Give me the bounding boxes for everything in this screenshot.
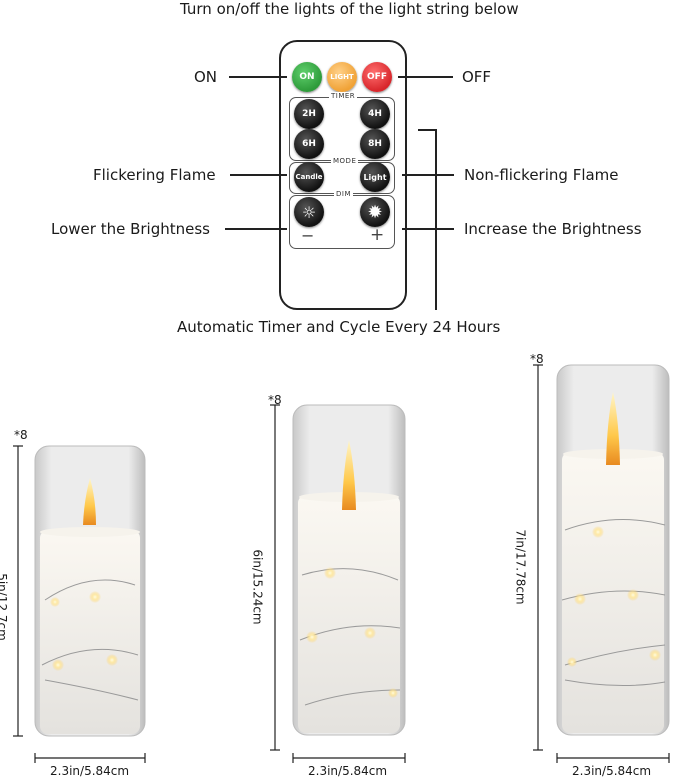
candle-medium-count: *8 [268, 393, 282, 407]
on-button-label: ON [299, 72, 315, 82]
off-callout-line [398, 76, 453, 78]
mode-label: MODE [331, 157, 359, 165]
flicker-callout-line [230, 174, 287, 176]
lower-callout-text: Lower the Brightness [51, 220, 210, 238]
increase-callout-text: Increase the Brightness [464, 220, 642, 238]
dim-up-button[interactable]: ✹ [360, 197, 390, 227]
timer-6h-label: 6H [302, 139, 316, 149]
lower-callout-line [225, 228, 287, 230]
timer-8h-label: 8H [368, 139, 382, 149]
page-title: Turn on/off the lights of the light stri… [180, 0, 519, 18]
non-flicker-callout-line [402, 174, 454, 176]
timer-callout-v [435, 129, 437, 310]
candle-large [556, 364, 670, 736]
plus-icon: + [370, 225, 385, 245]
candle-large-width: 2.3in/5.84cm [572, 764, 652, 778]
off-button-label: OFF [367, 72, 387, 82]
timer-caption: Automatic Timer and Cycle Every 24 Hours [177, 318, 501, 336]
on-button[interactable]: ON [292, 62, 322, 92]
candle-small-width: 2.3in/5.84cm [50, 764, 130, 778]
candle-small-height: 5in/12.7cm [0, 573, 9, 641]
increase-callout-line [402, 228, 454, 230]
timer-6h-button[interactable]: 6H [294, 129, 324, 159]
candle-mode-label: Candle [295, 173, 323, 181]
dimension-lines [13, 364, 670, 763]
candle-large-count: *8 [530, 352, 544, 366]
candle-small-count: *8 [14, 428, 28, 442]
timer-4h-button[interactable]: 4H [360, 99, 390, 129]
candle-medium-width: 2.3in/5.84cm [308, 764, 388, 778]
dim-down-button[interactable]: ☼ [294, 197, 324, 227]
light-mode-button[interactable]: Light [360, 162, 390, 192]
off-callout-text: OFF [462, 68, 492, 86]
light-button-label: LIGHT [330, 73, 354, 81]
candle-medium [292, 404, 406, 736]
timer-2h-button[interactable]: 2H [294, 99, 324, 129]
minus-icon: − [301, 226, 315, 245]
candle-medium-height: 6in/15.24cm [250, 549, 265, 625]
timer-4h-label: 4H [368, 109, 382, 119]
off-button[interactable]: OFF [362, 62, 392, 92]
flicker-callout-text: Flickering Flame [93, 166, 216, 184]
light-button[interactable]: LIGHT [327, 62, 357, 92]
candle-large-height: 7in/17.78cm [513, 529, 528, 605]
on-callout-text: ON [194, 68, 218, 86]
timer-2h-label: 2H [302, 109, 316, 119]
candle-mode-button[interactable]: Candle [294, 162, 324, 192]
light-mode-label: Light [363, 172, 387, 182]
candle-small [34, 445, 146, 737]
dim-label: DIM [334, 190, 353, 198]
non-flicker-callout-text: Non-flickering Flame [464, 166, 619, 184]
on-callout-line [229, 76, 287, 78]
timer-8h-button[interactable]: 8H [360, 129, 390, 159]
timer-label: TIMER [329, 92, 358, 100]
timer-callout-h [418, 129, 436, 131]
